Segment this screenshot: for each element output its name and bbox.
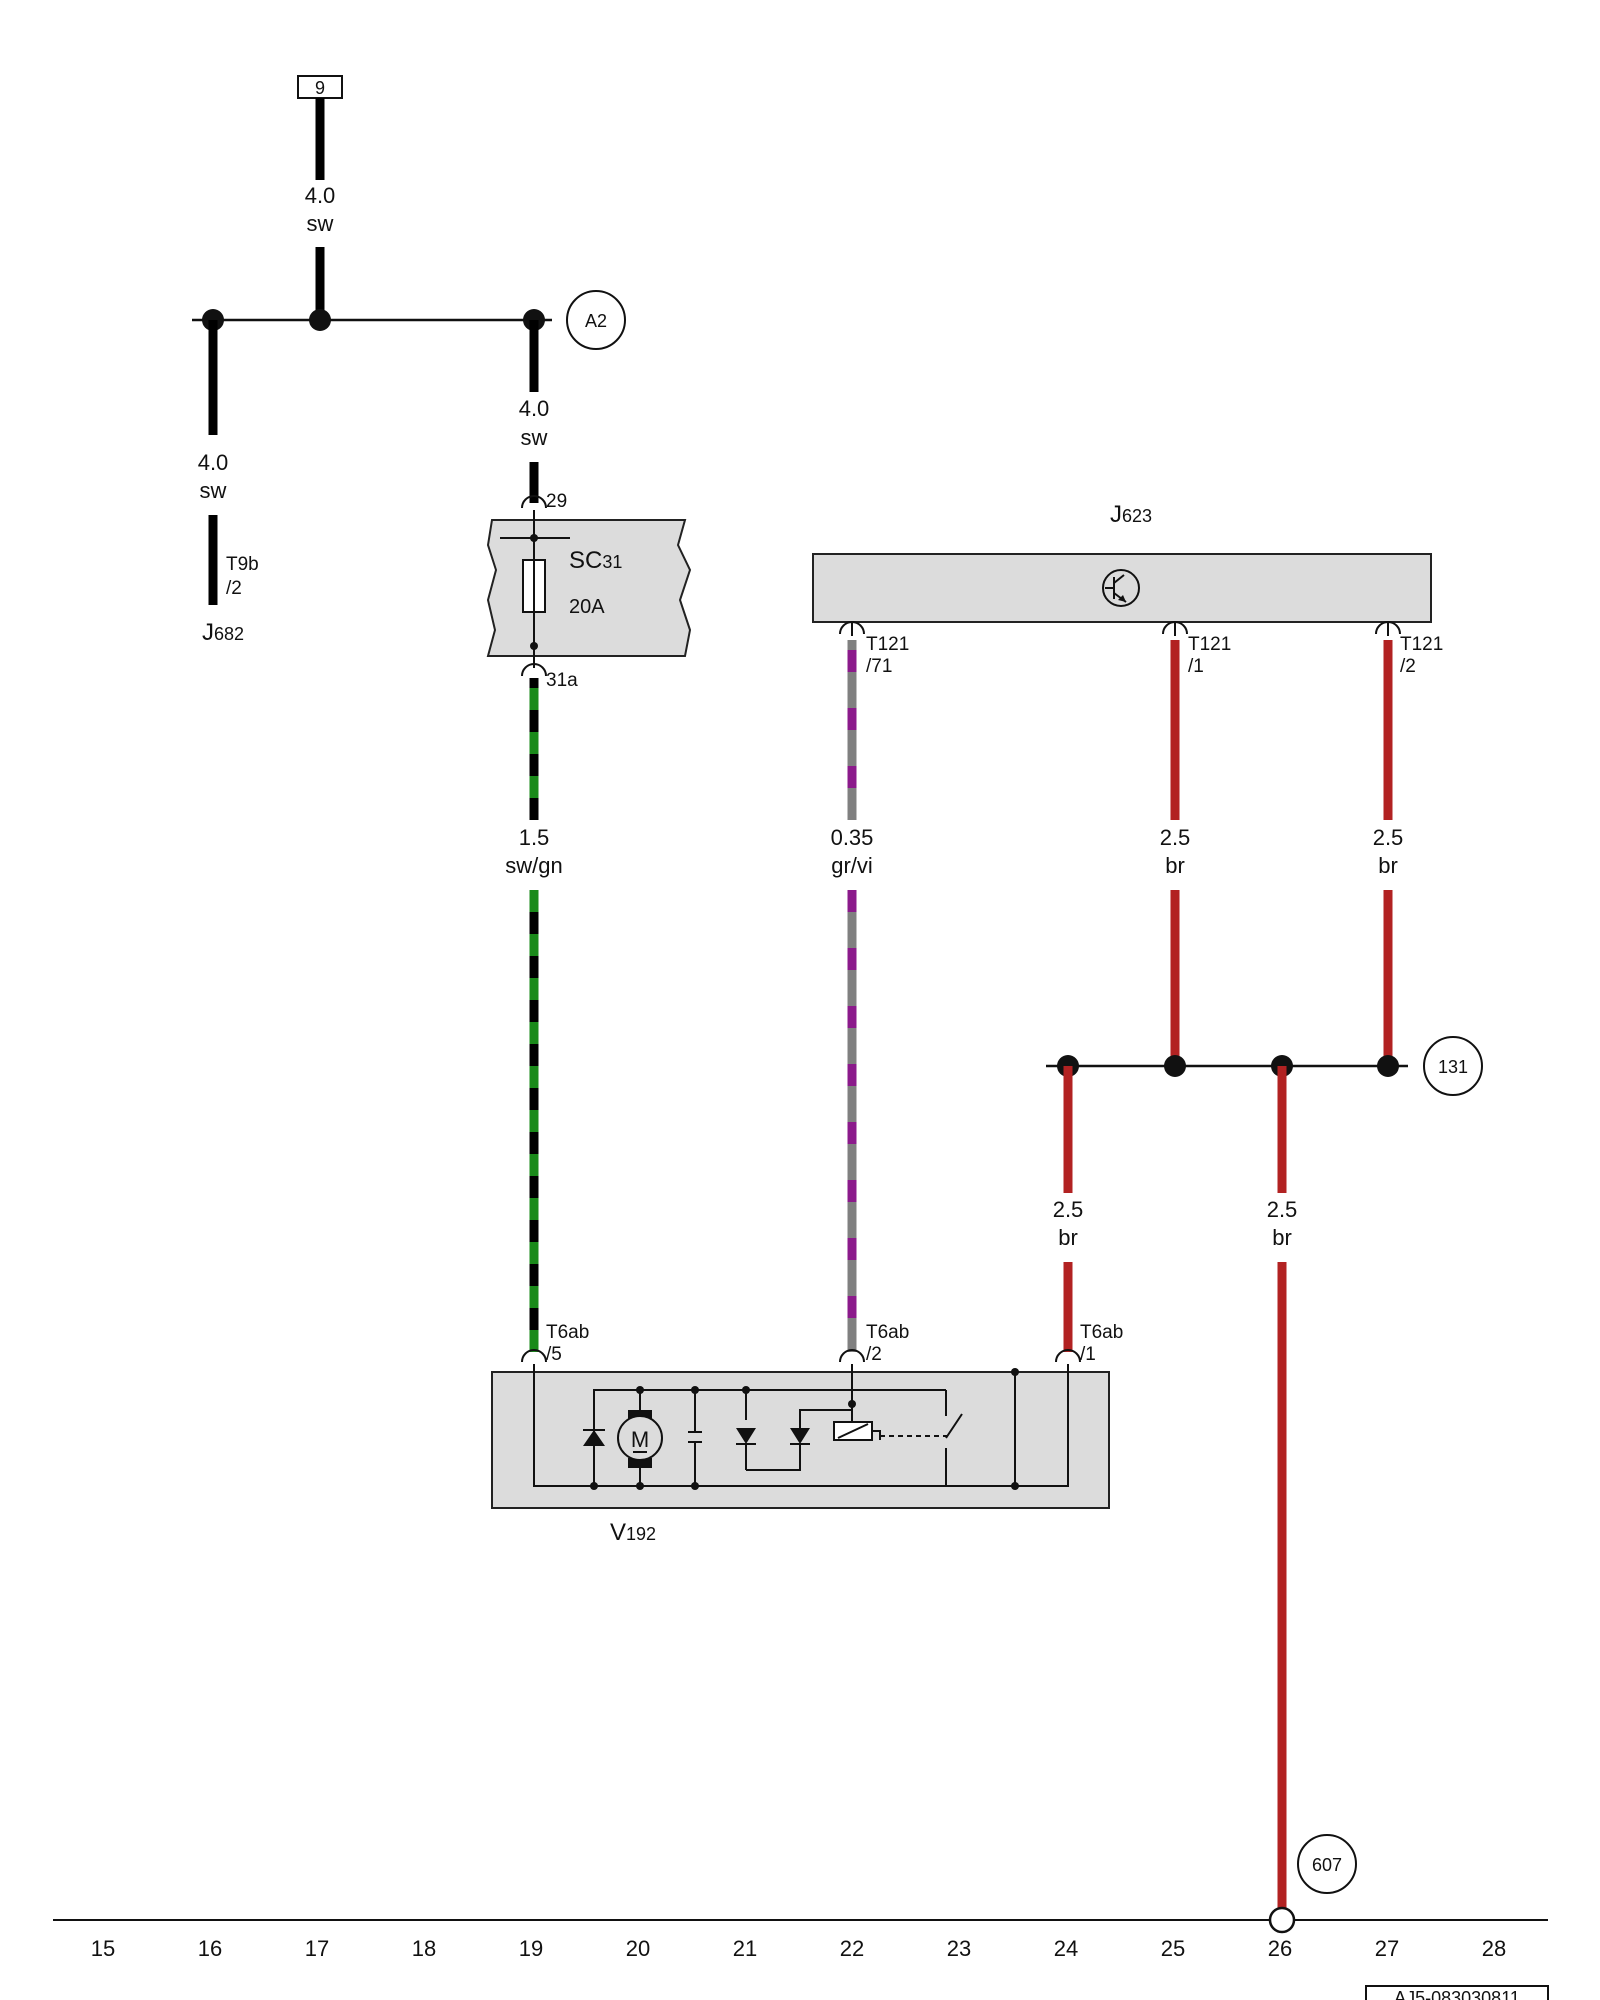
- column-number: 19: [519, 1936, 543, 1961]
- column-number: 24: [1054, 1936, 1078, 1961]
- wire-swgn-color: sw/gn: [505, 853, 562, 878]
- connector-arc: [521, 495, 547, 509]
- j682-pin-top: T9b: [226, 554, 259, 575]
- j623-pin1-top: T121: [866, 634, 909, 655]
- sc31-pin-in: 29: [546, 491, 567, 512]
- sc31-pin-out: 31a: [546, 670, 578, 691]
- wire-grvi-color: gr/vi: [831, 853, 873, 878]
- j623-pin3-bot: /2: [1400, 656, 1416, 677]
- ref-a2-label: A2: [585, 311, 607, 331]
- j623-label: J623: [1110, 501, 1152, 528]
- column-number: 18: [412, 1936, 436, 1961]
- v192-pin1-bot: /5: [546, 1344, 562, 1365]
- wire-grvi-size: 0.35: [831, 825, 874, 850]
- j623-pin2-bot: /1: [1188, 656, 1204, 677]
- column-numbers: 15 16 17 18 19 20 21 22 23 24 25 26 27 2…: [91, 1936, 1506, 1961]
- wire-fuse-feed-color: sw: [521, 425, 548, 450]
- v192-pin2-bot: /2: [866, 1344, 882, 1365]
- ref-a2-circle: [566, 290, 626, 350]
- wire-br-3-size: 2.5: [1053, 1197, 1084, 1222]
- wire-j682-size: 4.0: [198, 450, 229, 475]
- doc-id-box: [1365, 1985, 1549, 2000]
- v192-pin3-top: T6ab: [1080, 1322, 1123, 1343]
- column-number: 25: [1161, 1936, 1185, 1961]
- j623-box: [812, 553, 1432, 623]
- ref-131-circle: [1423, 1036, 1483, 1096]
- j623-pin3-top: T121: [1400, 634, 1443, 655]
- transistor-icon: [1102, 569, 1140, 607]
- sc31-rating: 20A: [569, 596, 605, 618]
- junction-dot: [309, 309, 331, 331]
- column-number: 22: [840, 1936, 864, 1961]
- junction-dot: [530, 534, 538, 542]
- wire-feed-top-size: 4.0: [305, 183, 336, 208]
- doc-id: AJ5-083030811: [1394, 1988, 1520, 2000]
- v192-pin1-top: T6ab: [546, 1322, 589, 1343]
- v192-pin3-bot: /1: [1080, 1344, 1096, 1365]
- sc31-fuse-box: [486, 519, 692, 657]
- wire-br-3-color: br: [1058, 1225, 1078, 1250]
- j623-pin1-bot: /71: [866, 656, 892, 677]
- ref-607-circle: [1297, 1834, 1357, 1894]
- column-number: 28: [1482, 1936, 1506, 1961]
- j682-label: J682: [202, 619, 244, 646]
- wire-feed-top-color: sw: [307, 211, 334, 236]
- junction-dot: [1164, 1055, 1186, 1077]
- motor-icon: M: [631, 1427, 649, 1452]
- connector-arc: [1055, 1349, 1081, 1363]
- junction-dot: [1377, 1055, 1399, 1077]
- wire-br-4-size: 2.5: [1267, 1197, 1298, 1222]
- connector-9-label: 9: [315, 78, 325, 98]
- wire-br-2-size: 2.5: [1373, 825, 1404, 850]
- column-number: 16: [198, 1936, 222, 1961]
- wire-fuse-feed-size: 4.0: [519, 396, 550, 421]
- ref-607-label: 607: [1312, 1855, 1342, 1875]
- v192-label: V192: [610, 1519, 656, 1546]
- v192-internal-circuit: M: [533, 1364, 1069, 1490]
- junction-dot: [530, 642, 538, 650]
- column-number: 20: [626, 1936, 650, 1961]
- column-number: 26: [1268, 1936, 1292, 1961]
- column-number: 15: [91, 1936, 115, 1961]
- wire-j682-color: sw: [200, 478, 227, 503]
- j682-pin-bot: /2: [226, 578, 242, 599]
- wire-br-1-color: br: [1165, 853, 1185, 878]
- wire-br-4-color: br: [1272, 1225, 1292, 1250]
- sc31-label: SC31: [569, 547, 622, 574]
- connector-arc: [839, 1349, 865, 1363]
- column-number: 23: [947, 1936, 971, 1961]
- j623-pin2-top: T121: [1188, 634, 1231, 655]
- wire-swgn-size: 1.5: [519, 825, 550, 850]
- wire-br-2-color: br: [1378, 853, 1398, 878]
- ref-131-label: 131: [1438, 1057, 1468, 1077]
- connector-arc: [521, 663, 547, 677]
- v192-pin2-top: T6ab: [866, 1322, 909, 1343]
- connector-arc: [521, 1349, 547, 1363]
- ground-point: [1268, 1906, 1296, 1934]
- column-number: 21: [733, 1936, 757, 1961]
- wire-br-1-size: 2.5: [1160, 825, 1191, 850]
- column-number: 17: [305, 1936, 329, 1961]
- column-number: 27: [1375, 1936, 1399, 1961]
